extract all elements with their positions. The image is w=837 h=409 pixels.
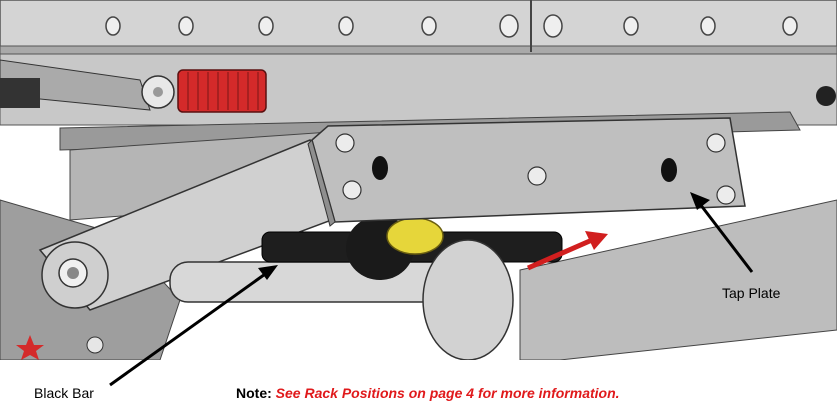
note-prefix: Note:: [236, 385, 272, 401]
black-bar-label: Black Bar: [34, 385, 94, 401]
mechanism-illustration: [0, 0, 837, 360]
lever-arm: [38, 139, 347, 354]
top-rail: [0, 0, 837, 55]
tap-plate: [307, 117, 746, 227]
star-icon: [16, 335, 44, 360]
rail-bolts: [105, 14, 798, 38]
tap-plate-leader-arrow: [690, 192, 754, 273]
black-bar-assembly: [169, 216, 563, 360]
note-text: See Rack Positions on page 4 for more in…: [275, 385, 620, 401]
note: Note: See Rack Positions on page 4 for m…: [236, 385, 620, 401]
direction-arrow-icon: [526, 231, 608, 271]
tap-plate-label: Tap Plate: [722, 285, 781, 301]
adjuster-arm: [0, 59, 267, 113]
